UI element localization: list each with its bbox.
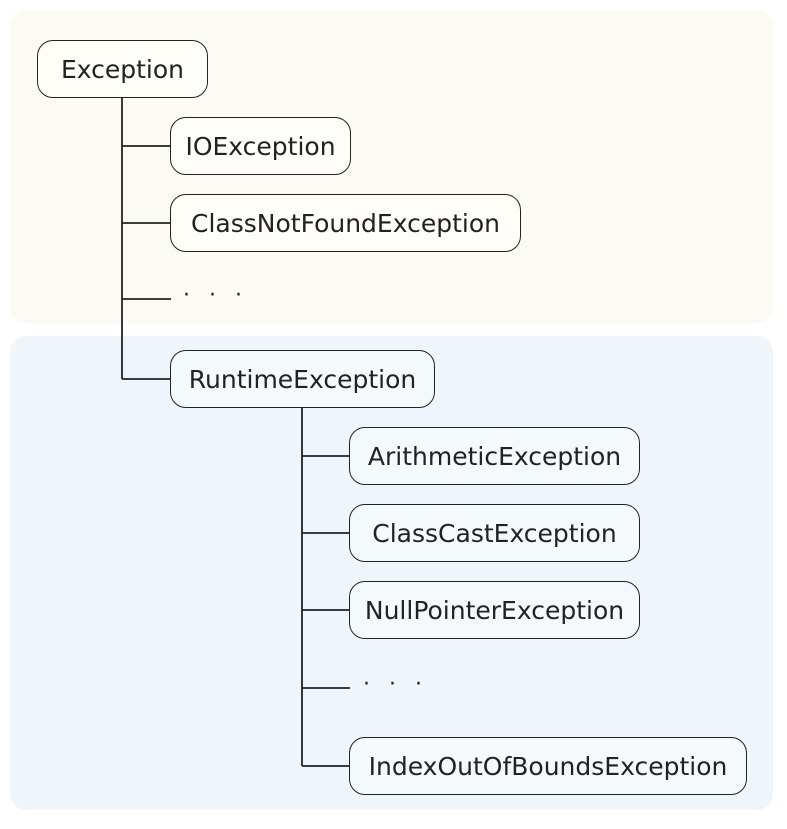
ioexception-node: IOException	[170, 117, 351, 175]
arithmeticexception-node: ArithmeticException	[349, 427, 640, 485]
runtimeexception-label: RuntimeException	[188, 364, 417, 394]
indexoutofboundsexception-label: IndexOutOfBoundsException	[368, 751, 728, 781]
arithmeticexception-label: ArithmeticException	[367, 441, 622, 471]
runtime-more-ellipsis: · · ·	[363, 672, 428, 697]
nullpointerexception-label: NullPointerException	[364, 595, 625, 625]
checked-more-ellipsis: · · ·	[183, 283, 248, 308]
classnotfoundexception-label: ClassNotFoundException	[191, 208, 500, 238]
classcastexception-node: ClassCastException	[349, 504, 640, 562]
classnotfoundexception-node: ClassNotFoundException	[170, 194, 521, 252]
classcastexception-label: ClassCastException	[372, 518, 617, 548]
nullpointerexception-node: NullPointerException	[349, 581, 640, 639]
runtimeexception-node: RuntimeException	[170, 350, 435, 408]
exception-node: Exception	[37, 40, 208, 98]
indexoutofboundsexception-node: IndexOutOfBoundsException	[349, 737, 747, 795]
exception-label: Exception	[60, 54, 185, 84]
runtime-exceptions-panel	[10, 336, 773, 810]
ioexception-label: IOException	[185, 131, 336, 161]
